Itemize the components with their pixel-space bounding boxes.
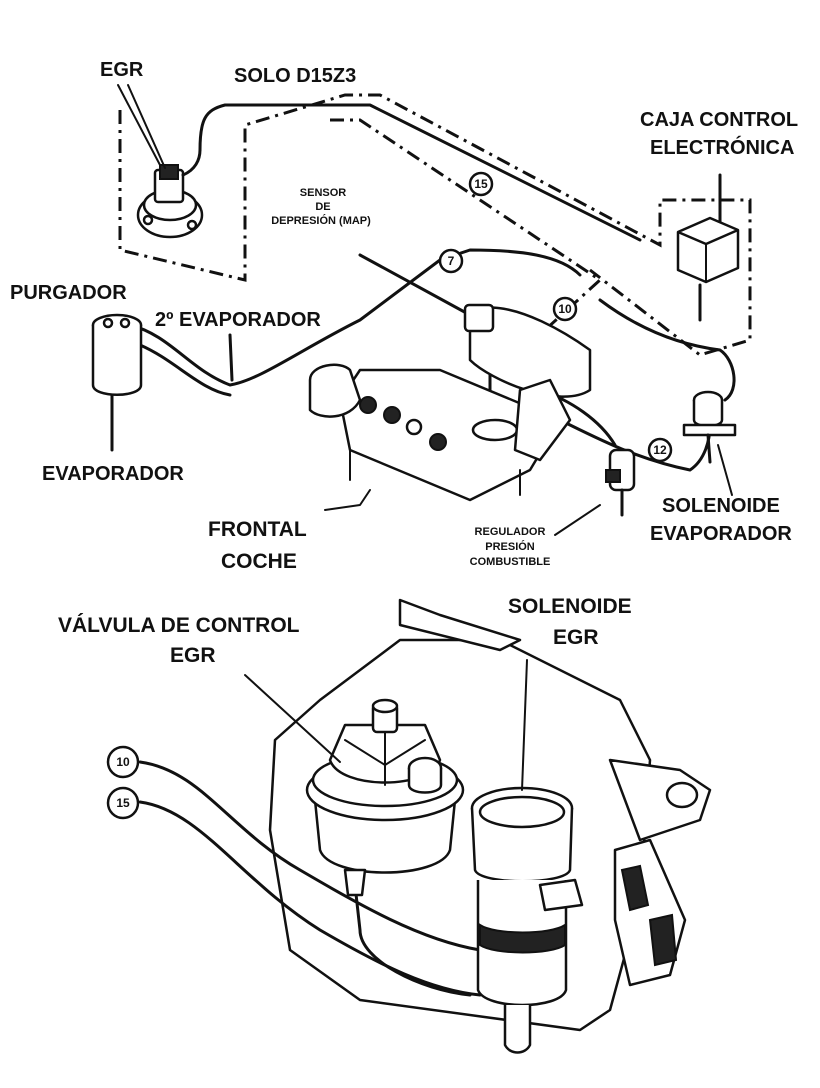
svg-text:10: 10: [558, 302, 572, 316]
label-purgador: PURGADOR: [10, 282, 127, 304]
label-valvula-control: VÁLVULA DE CONTROL: [58, 614, 300, 637]
svg-text:15: 15: [474, 177, 488, 191]
hose-number-10-bottom: 10: [106, 745, 140, 779]
label-regulador: REGULADOR: [475, 526, 546, 538]
leader-lines-bottom: [244, 659, 528, 791]
hose-number-10-top: 10: [552, 296, 578, 322]
hose-number-7: 7: [438, 248, 464, 274]
label-caja-control: CAJA CONTROL: [640, 109, 798, 131]
throttle-body-assembly: [308, 303, 592, 511]
evaporator-canister: [91, 313, 143, 452]
label-solenoide-egr-2: EGR: [553, 626, 599, 649]
label-solenoide-evap: SOLENOIDE: [662, 495, 780, 517]
side-connector: [613, 838, 687, 987]
hose-number-15-top: 15: [468, 171, 494, 197]
svg-text:12: 12: [653, 443, 667, 457]
label-2-evaporador: 2º EVAPORADOR: [155, 309, 321, 331]
label-presion: PRESIÓN: [485, 540, 535, 553]
bottom-hoses: [138, 760, 482, 997]
label-frontal: FRONTAL: [208, 518, 307, 541]
label-solo-d15z3: SOLO D15Z3: [234, 65, 356, 87]
ecu-box: [676, 216, 740, 284]
svg-text:15: 15: [116, 796, 130, 810]
hose-number-15-bottom: 15: [106, 786, 140, 820]
label-sensor: SENSOR: [300, 187, 347, 199]
label-coche: COCHE: [221, 550, 297, 573]
label-electronica: ELECTRÓNICA: [650, 135, 794, 159]
egr-control-valve: [305, 698, 465, 897]
label-evaporador-solenoide: EVAPORADOR: [650, 523, 792, 545]
label-solenoide-egr: SOLENOIDE: [508, 595, 632, 618]
egr-solenoid: [470, 786, 584, 1054]
label-combustible: COMBUSTIBLE: [470, 556, 551, 568]
leader-lines-top: [117, 84, 166, 169]
label-valvula-egr: EGR: [170, 644, 216, 667]
label-depresion-map: DEPRESIÓN (MAP): [271, 214, 371, 227]
svg-text:10: 10: [116, 755, 130, 769]
label-egr: EGR: [100, 59, 144, 81]
evaporator-solenoid: [682, 390, 737, 496]
dashed-egr-routing: [118, 93, 752, 357]
label-evaporador: EVAPORADOR: [42, 463, 184, 485]
hose-number-12: 12: [647, 437, 673, 463]
svg-text:7: 7: [448, 254, 455, 268]
fuel-pressure-regulator: [554, 448, 636, 536]
label-sensor-de: DE: [315, 201, 330, 213]
egr-valve-top: [136, 148, 204, 239]
